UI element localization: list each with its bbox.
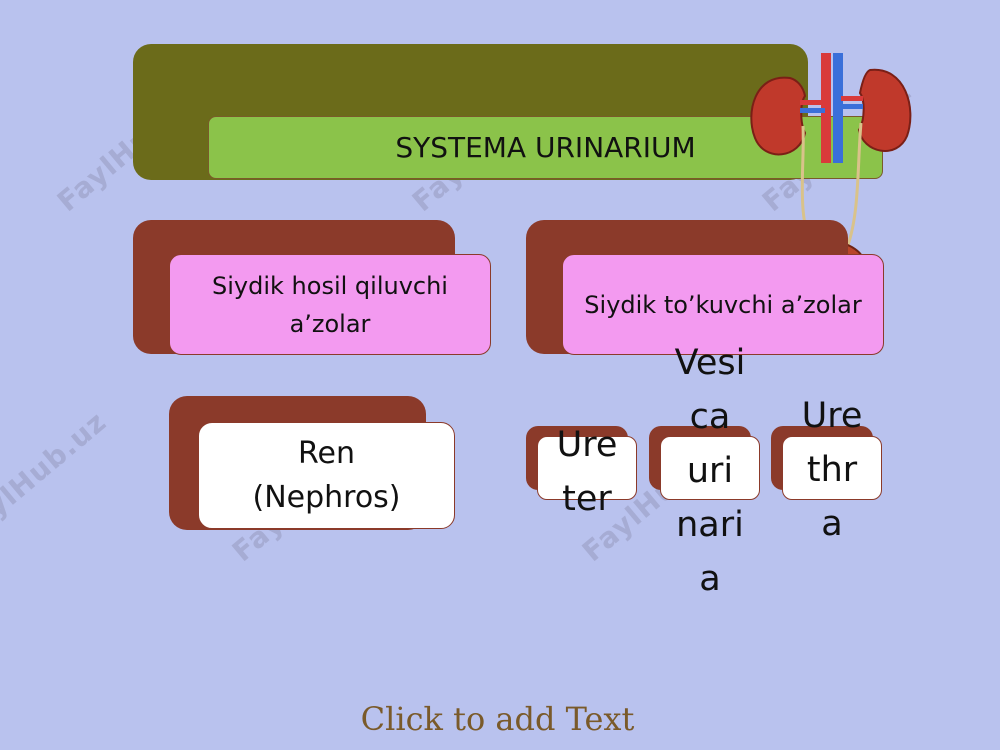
right-group-text: Siydik to’kuvchi a’zolar	[584, 290, 862, 319]
left-group-text: Siydik hosil qiluvchi a’zolar	[212, 271, 448, 338]
vesica-box[interactable]	[660, 436, 760, 500]
ureter-box[interactable]	[537, 436, 637, 500]
left-group-box[interactable]: Siydik hosil qiluvchi a’zolar	[169, 254, 491, 355]
footer-text[interactable]: Click to add Text	[360, 700, 635, 738]
urethra-box[interactable]	[782, 436, 882, 500]
watermark: FaylHub.uz	[0, 404, 113, 549]
ren-box[interactable]: Ren (Nephros)	[198, 422, 455, 529]
right-group-box[interactable]: Siydik to’kuvchi a’zolar	[562, 254, 884, 355]
ureter-text: Ure ter	[556, 425, 618, 519]
vesica-text: Vesi ca uri nari a	[674, 343, 746, 599]
title-text: SYSTEMA URINARIUM	[395, 131, 696, 164]
ren-text: Ren (Nephros)	[252, 435, 401, 515]
urethra-text: Ure thr a	[801, 396, 863, 544]
